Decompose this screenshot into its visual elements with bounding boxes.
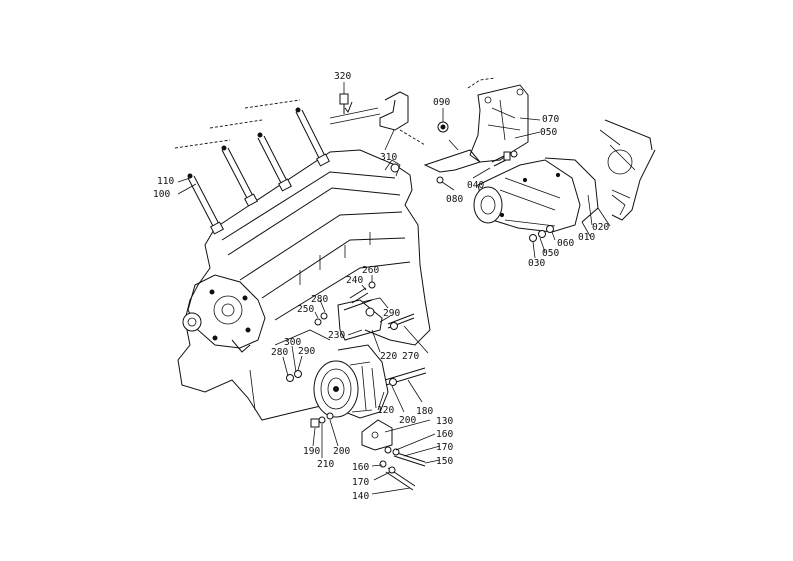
label-210: 210	[317, 459, 334, 470]
label-270: 270	[402, 351, 419, 362]
label-090: 090	[433, 97, 450, 108]
label-050-lower: 050	[542, 248, 559, 259]
label-030: 030	[528, 258, 545, 269]
label-290-lower: 290	[298, 346, 315, 357]
label-250: 250	[297, 304, 314, 315]
label-180: 180	[416, 406, 433, 417]
label-120: 120	[377, 405, 394, 416]
label-200-left: 200	[333, 446, 350, 457]
label-170-right: 170	[436, 442, 453, 453]
label-160-right: 160	[436, 429, 453, 440]
label-280-lower: 280	[271, 347, 288, 358]
part-labels: 320 090 070 050 310 040 080 110 100 010 …	[153, 71, 609, 502]
label-070: 070	[542, 114, 559, 125]
alternator-bracket	[286, 281, 415, 382]
label-310: 310	[380, 152, 397, 163]
bracket-310	[329, 91, 426, 146]
label-190: 190	[303, 446, 320, 457]
label-100: 100	[153, 189, 170, 200]
label-080: 080	[446, 194, 463, 205]
label-110: 110	[157, 176, 174, 187]
label-200-right: 200	[399, 415, 416, 426]
label-010: 010	[578, 232, 595, 243]
label-040: 040	[467, 180, 484, 191]
glow-plugs	[174, 99, 330, 235]
label-170-left: 170	[352, 477, 369, 488]
label-160-left: 160	[352, 462, 369, 473]
engine-block	[177, 149, 431, 421]
label-060: 060	[557, 238, 574, 249]
leader-lines	[177, 82, 611, 495]
label-240: 240	[346, 275, 363, 286]
label-130: 130	[436, 416, 453, 427]
alternator	[310, 344, 427, 491]
label-290-upper: 290	[383, 308, 400, 319]
label-150: 150	[436, 456, 453, 467]
starter-bracket	[423, 77, 529, 184]
label-260: 260	[362, 265, 379, 276]
starter-motor	[473, 119, 656, 242]
label-020: 020	[592, 222, 609, 233]
label-300: 300	[284, 337, 301, 348]
label-220: 220	[380, 351, 397, 362]
label-050-upper: 050	[540, 127, 557, 138]
label-280-upper: 280	[311, 294, 328, 305]
label-230: 230	[328, 330, 345, 341]
label-140: 140	[352, 491, 369, 502]
label-320: 320	[334, 71, 351, 82]
